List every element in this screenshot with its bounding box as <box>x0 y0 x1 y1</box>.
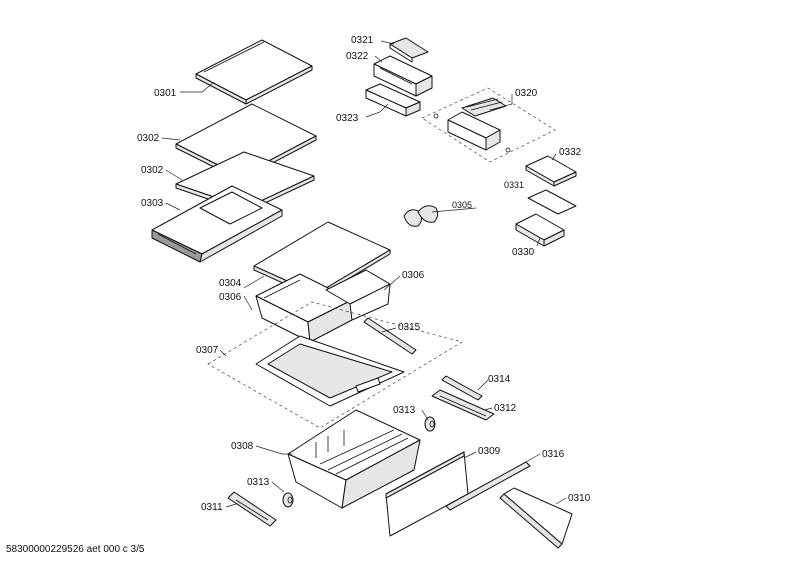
label-0313-upper: 0313 <box>393 405 416 416</box>
label-0314: 0314 <box>488 374 511 385</box>
label-0309: 0309 <box>478 446 501 457</box>
label-0307: 0307 <box>196 345 219 356</box>
group-outline-0320 <box>421 87 556 163</box>
label-0303: 0303 <box>141 198 164 209</box>
label-0320: 0320 <box>515 88 538 99</box>
label-0313-lower: 0313 <box>247 477 270 488</box>
part-0312-rail <box>431 389 495 421</box>
label-0315: 0315 <box>398 322 421 333</box>
label-0302-upper: 0302 <box>137 133 160 144</box>
document-id: 58300000229526 aet 000 c 3/5 <box>6 544 145 555</box>
label-0321: 0321 <box>351 35 374 46</box>
part-0332-lid <box>525 155 577 187</box>
part-0307-frame <box>255 335 405 407</box>
part-0310-cover <box>499 487 573 549</box>
part-0301-shelf <box>195 39 313 105</box>
label-0301: 0301 <box>154 88 177 99</box>
part-0330-tray <box>515 213 565 247</box>
part-0316-strip <box>445 461 531 511</box>
part-0309-front <box>385 451 469 537</box>
label-0331: 0331 <box>504 180 524 190</box>
label-0312: 0312 <box>494 403 517 414</box>
part-0303-shelf-frame <box>151 185 283 263</box>
label-0310: 0310 <box>568 493 591 504</box>
label-0304: 0304 <box>219 278 242 289</box>
part-0314-rail <box>441 375 483 401</box>
part-0315-strip <box>363 317 417 355</box>
group-outline-0307 <box>207 301 463 429</box>
part-0306-drawer-right <box>325 269 391 321</box>
label-0316: 0316 <box>542 449 565 460</box>
label-0302-lower: 0302 <box>141 165 164 176</box>
part-0308-basket <box>287 409 421 509</box>
label-0305: 0305 <box>452 200 472 210</box>
label-0332: 0332 <box>559 147 582 158</box>
part-0313-roller-lower <box>282 492 294 508</box>
part-0305-holder <box>403 205 439 227</box>
part-0321-clip <box>389 37 429 63</box>
label-0308: 0308 <box>231 441 254 452</box>
label-0330: 0330 <box>512 247 535 258</box>
label-0322: 0322 <box>346 51 369 62</box>
label-0311: 0311 <box>201 502 223 513</box>
part-0306-drawer-left <box>255 273 353 343</box>
part-0323-tray <box>365 83 421 117</box>
part-0311-rail <box>227 491 277 527</box>
leader-lines <box>161 40 567 508</box>
part-labels: 0321 0322 0323 0320 0332 0331 0330 0301 … <box>137 35 591 513</box>
label-0306-right: 0306 <box>402 270 425 281</box>
part-0331-plate <box>527 189 577 215</box>
part-0320-rail <box>433 97 511 153</box>
label-0306-left: 0306 <box>219 292 242 303</box>
label-0323: 0323 <box>336 113 359 124</box>
part-0322-box <box>373 55 433 97</box>
part-0313-roller-upper <box>424 416 436 432</box>
